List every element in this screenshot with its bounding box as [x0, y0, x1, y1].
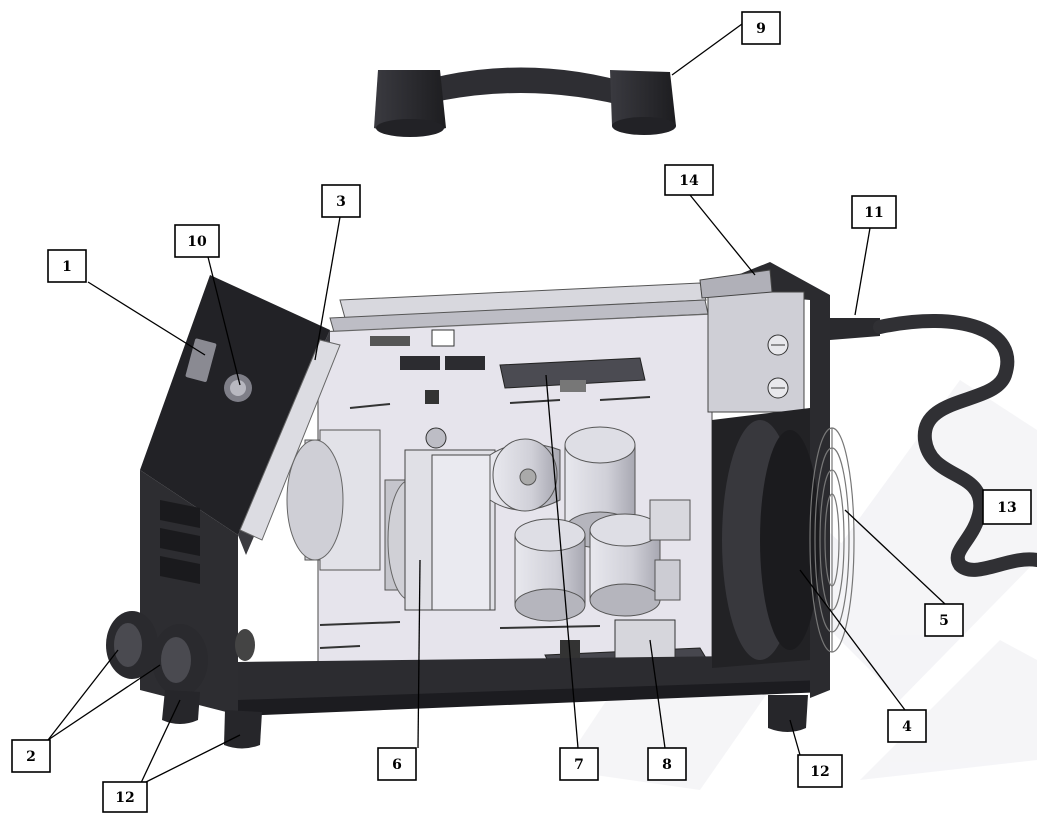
- callout-label: 8: [662, 757, 672, 773]
- callout-label: 12: [810, 764, 829, 780]
- callout-label: 10: [187, 234, 207, 250]
- callout-label: 3: [336, 194, 346, 210]
- callout-label: 11: [864, 205, 883, 221]
- callout-1: 1: [47, 249, 87, 283]
- capacitor-bank: [489, 426, 691, 622]
- callout-label: 13: [997, 500, 1016, 516]
- cooling-fan: [712, 408, 820, 668]
- callout-14: 14: [664, 164, 714, 196]
- callout-6: 6: [377, 747, 417, 781]
- callout-4: 4: [887, 709, 927, 743]
- callout-12-right: 12: [797, 754, 843, 788]
- callout-label: 14: [679, 173, 699, 189]
- callout-11: 11: [851, 195, 897, 229]
- leader-lines: [47, 23, 946, 786]
- callout-label: 4: [902, 719, 912, 735]
- callout-7: 7: [559, 747, 599, 781]
- callout-label: 7: [574, 757, 584, 773]
- output-sockets: [106, 611, 255, 696]
- carry-handle: [374, 67, 676, 137]
- power-cable: [830, 314, 1037, 577]
- callout-2: 2: [11, 739, 51, 773]
- transformer-rear: [286, 429, 381, 571]
- front-pcb: [239, 339, 341, 541]
- callout-10: 10: [174, 224, 220, 258]
- callout-label: 2: [26, 749, 36, 765]
- callout-12-left: 12: [102, 781, 148, 813]
- rear-frame: [699, 262, 830, 698]
- chassis-base: [238, 655, 825, 716]
- callout-5: 5: [924, 603, 964, 637]
- callout-8: 8: [647, 747, 687, 781]
- callout-label: 12: [115, 790, 134, 806]
- fan-grill: [809, 427, 855, 653]
- callout-label: 1: [62, 259, 72, 275]
- callout-13: 13: [982, 489, 1032, 525]
- callout-label: 6: [392, 757, 402, 773]
- callout-9: 9: [741, 11, 781, 45]
- callout-3: 3: [321, 184, 361, 218]
- callout-label: 5: [939, 613, 949, 629]
- upper-frame: [329, 282, 709, 333]
- callout-label: 9: [756, 21, 766, 37]
